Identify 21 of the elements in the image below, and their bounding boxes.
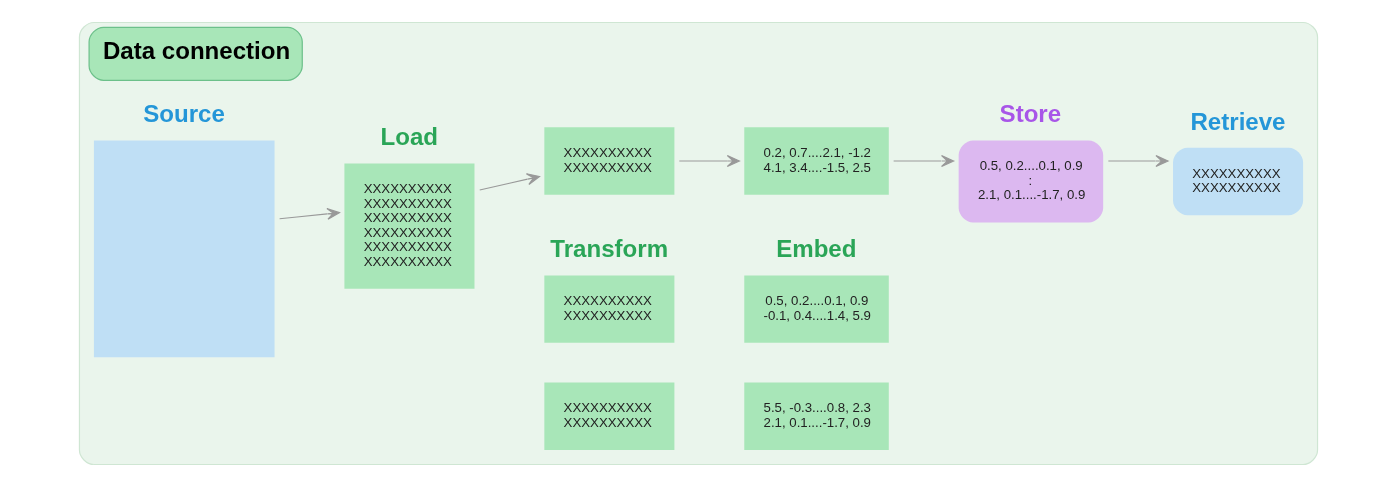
node-box: 5.5, -0.3....0.8, 2.3 2.1, 0.1....-1.7, 0.9 [744,382,889,451]
node-label: Retrieve [1190,107,1286,135]
arrow [678,155,740,167]
arrow [893,155,955,167]
node-label: Embed [776,235,857,263]
node-box: XXXXXXXXXX XXXXXXXXXX XXXXXXXXXX XXXXXXXXXX XXXXXXXXXX XXXXXXXXXX [344,163,475,289]
node-label: Store [999,100,1062,128]
node-box: XXXXXXXXXX XXXXXXXXXX [1173,147,1304,216]
node-label: Source [143,100,225,128]
node-box: 0.5, 0.2....0.1, 0.9 : 2.1, 0.1....-1.7, 0.9 [958,140,1104,223]
node-box: 0.5, 0.2....0.1, 0.9 -0.1, 0.4....1.4, 5.9 [744,275,889,343]
node-box: XXXXXXXXXX XXXXXXXXXX [544,275,675,343]
node-box: XXXXXXXXXX XXXXXXXXXX [544,382,675,451]
arrow [479,173,541,191]
node-box: 0.2, 0.7....2.1, -1.2 4.1, 3.4....-1.5, 2.5 [744,127,889,195]
node-label: Transform [550,235,669,263]
arrow [1107,155,1169,167]
arrow [279,207,341,220]
node-box: XXXXXXXXXX XXXXXXXXXX [544,127,675,195]
node-box [93,140,275,358]
node-label: Load [380,123,439,151]
